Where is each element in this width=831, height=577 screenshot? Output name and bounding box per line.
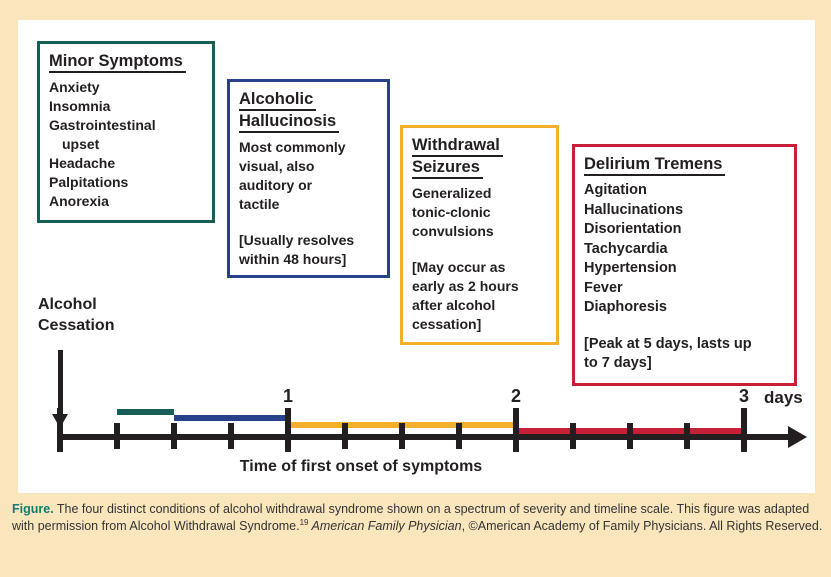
symptom-line: Tachycardia: [584, 240, 668, 257]
minor-tick: [456, 423, 462, 449]
minor-tick: [684, 423, 690, 449]
symptom-line: upset: [62, 136, 100, 152]
symptom-line: Agitation: [584, 182, 647, 198]
symptom-line: Hypertension: [584, 260, 677, 276]
caption-text-1: The four distinct conditions of alcohol …: [12, 502, 810, 533]
axis-arrow-head-icon: [788, 426, 807, 448]
caption-text-2: , ©American Academy of Family Physicians…: [461, 519, 823, 533]
description-line: Generalized: [412, 185, 492, 201]
caption-label: Figure.: [12, 502, 54, 516]
delirium-tremens-title-text: Delirium Tremens: [584, 155, 726, 176]
note-block: [Peak at 5 days, lasts up to 7 days]: [584, 335, 785, 374]
timeline-axis: [57, 434, 789, 440]
alcohol-cessation-line1: Alcohol: [38, 296, 97, 313]
description-line: Most commonly: [239, 139, 346, 155]
tick-label-day-2: 2: [510, 386, 521, 406]
note-line: cessation]: [412, 316, 482, 332]
description-line: convulsions: [412, 223, 494, 239]
minor-tick: [171, 423, 177, 449]
timeline-bar-alcoholic-hallucinosis: [174, 415, 288, 421]
alcohol-cessation-label: Alcohol Cessation: [38, 294, 114, 336]
description-line: auditory or: [239, 177, 313, 193]
symptom-line: Anorexia: [49, 193, 109, 209]
withdrawal-seizures-box: Withdrawal Seizures Generalized tonic-cl…: [400, 125, 559, 345]
delirium-tremens-box: Delirium Tremens Agitation Hallucination…: [572, 144, 797, 386]
note-block: [Usually resolves within 48 hours]: [239, 231, 378, 269]
symptom-line: Headache: [49, 155, 116, 171]
timeline-bar-minor-symptoms: [117, 409, 174, 415]
alcohol-cessation-line2: Cessation: [38, 317, 115, 334]
title-line-2: Seizures: [412, 158, 483, 179]
note-line: [Peak at 5 days, lasts up: [584, 335, 752, 352]
title-line-1: Withdrawal: [412, 136, 503, 157]
minor-tick: [228, 423, 234, 449]
symptom-line: Disorientation: [584, 221, 682, 237]
axis-unit-label: days: [764, 388, 803, 407]
minor-tick: [627, 423, 633, 449]
tick-label-day-1: 1: [282, 386, 293, 406]
note-line: [Usually resolves: [239, 232, 355, 248]
alcoholic-hallucinosis-title: Alcoholic Hallucinosis: [239, 89, 378, 133]
minor-symptoms-title-text: Minor Symptoms: [49, 52, 186, 73]
note-line: after alcohol: [412, 297, 496, 313]
symptom-line: Insomnia: [49, 98, 111, 114]
major-tick-day-1: [285, 408, 291, 452]
symptom-line: Gastrointestinal: [49, 117, 156, 133]
note-block: [May occur as early as 2 hours after alc…: [412, 258, 547, 334]
minor-tick: [342, 423, 348, 449]
symptom-line: Hallucinations: [584, 201, 684, 218]
title-line-2: Hallucinosis: [239, 112, 340, 133]
minor-tick: [399, 423, 405, 449]
symptom-line: Anxiety: [49, 79, 100, 95]
note-line: [May occur as: [412, 259, 506, 275]
description-line: visual, also: [239, 158, 315, 174]
figure-caption: Figure. The four distinct conditions of …: [12, 501, 824, 535]
major-tick-day-0: [57, 408, 63, 452]
note-line: early as 2 hours: [412, 278, 519, 294]
symptom-line: Palpitations: [49, 174, 129, 190]
minor-symptoms-box: Minor Symptoms Anxiety Insomnia Gastroin…: [37, 41, 215, 223]
alcoholic-hallucinosis-box: Alcoholic Hallucinosis Most commonly vis…: [227, 79, 390, 278]
title-line-1: Alcoholic: [239, 90, 317, 111]
symptom-line: Diaphoresis: [584, 299, 667, 315]
withdrawal-seizures-title: Withdrawal Seizures: [412, 135, 547, 179]
caption-reference-number: 19: [299, 517, 309, 527]
minor-tick: [114, 423, 120, 449]
cessation-arrow-shaft: [58, 350, 63, 414]
note-line: to 7 days]: [584, 355, 652, 371]
major-tick-day-3: [741, 408, 747, 452]
axis-title: Time of first onset of symptoms: [239, 458, 483, 475]
symptom-line: Fever: [584, 279, 623, 296]
caption-journal-name: American Family Physician: [308, 519, 462, 533]
description-line: tactile: [239, 196, 280, 212]
description-line: tonic-clonic: [412, 204, 491, 220]
minor-tick: [570, 423, 576, 449]
tick-label-day-3: 3: [738, 386, 749, 406]
delirium-tremens-title: Delirium Tremens: [584, 154, 785, 176]
major-tick-day-2: [513, 408, 519, 452]
note-line: within 48 hours]: [239, 251, 347, 267]
minor-symptoms-title: Minor Symptoms: [49, 51, 203, 73]
